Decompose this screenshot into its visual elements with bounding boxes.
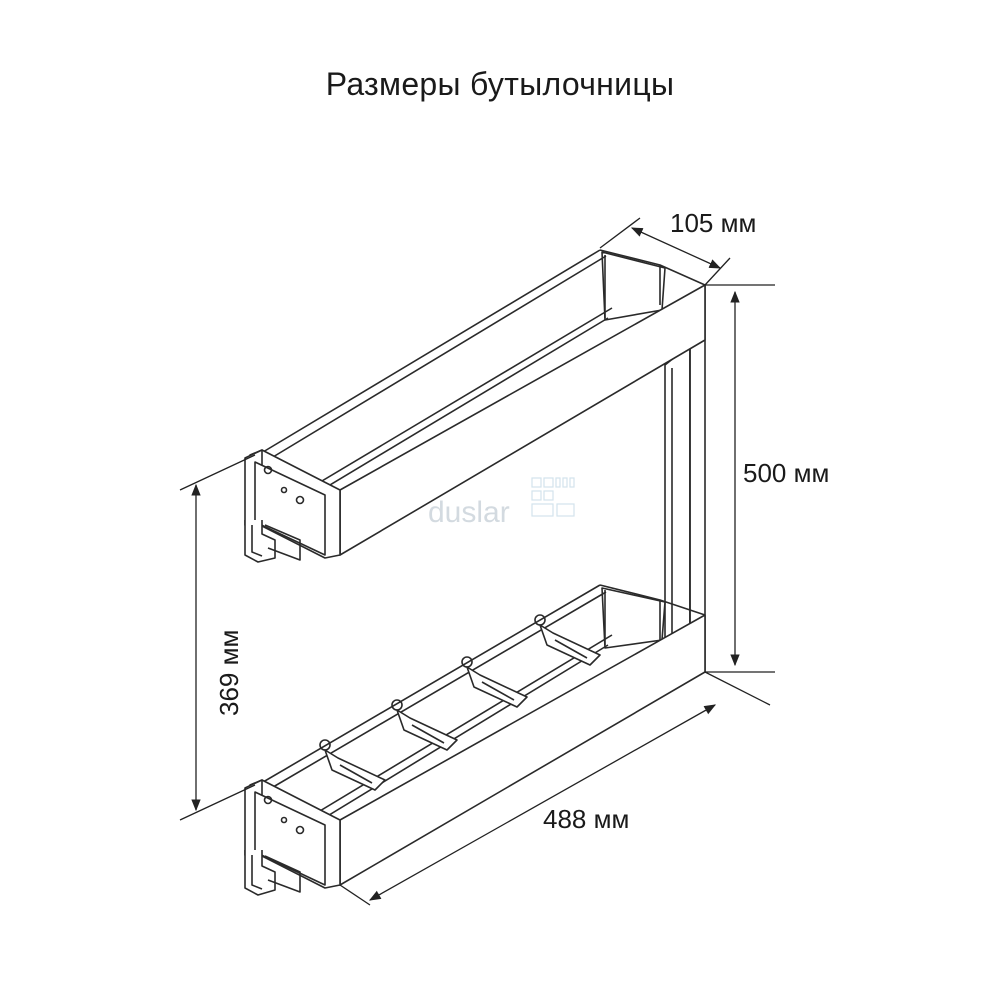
spacing-label: 369 мм: [214, 630, 244, 716]
depth-label: 105 мм: [670, 208, 756, 238]
lower-basket: [244, 584, 706, 896]
bottle-holder-3: [461, 656, 528, 708]
length-label: 488 мм: [543, 804, 629, 834]
page-title: Размеры бутылочницы: [325, 66, 675, 102]
bottle-holder-1: [319, 739, 386, 791]
bottle-holder-2: [391, 699, 458, 751]
height-label: 500 мм: [743, 458, 829, 488]
watermark-text: duslar: [428, 496, 510, 529]
upper-basket: [244, 249, 706, 563]
bottle-holder-4: [534, 614, 601, 666]
watermark-logo-icon: [531, 477, 575, 517]
watermark: duslar: [428, 477, 575, 529]
